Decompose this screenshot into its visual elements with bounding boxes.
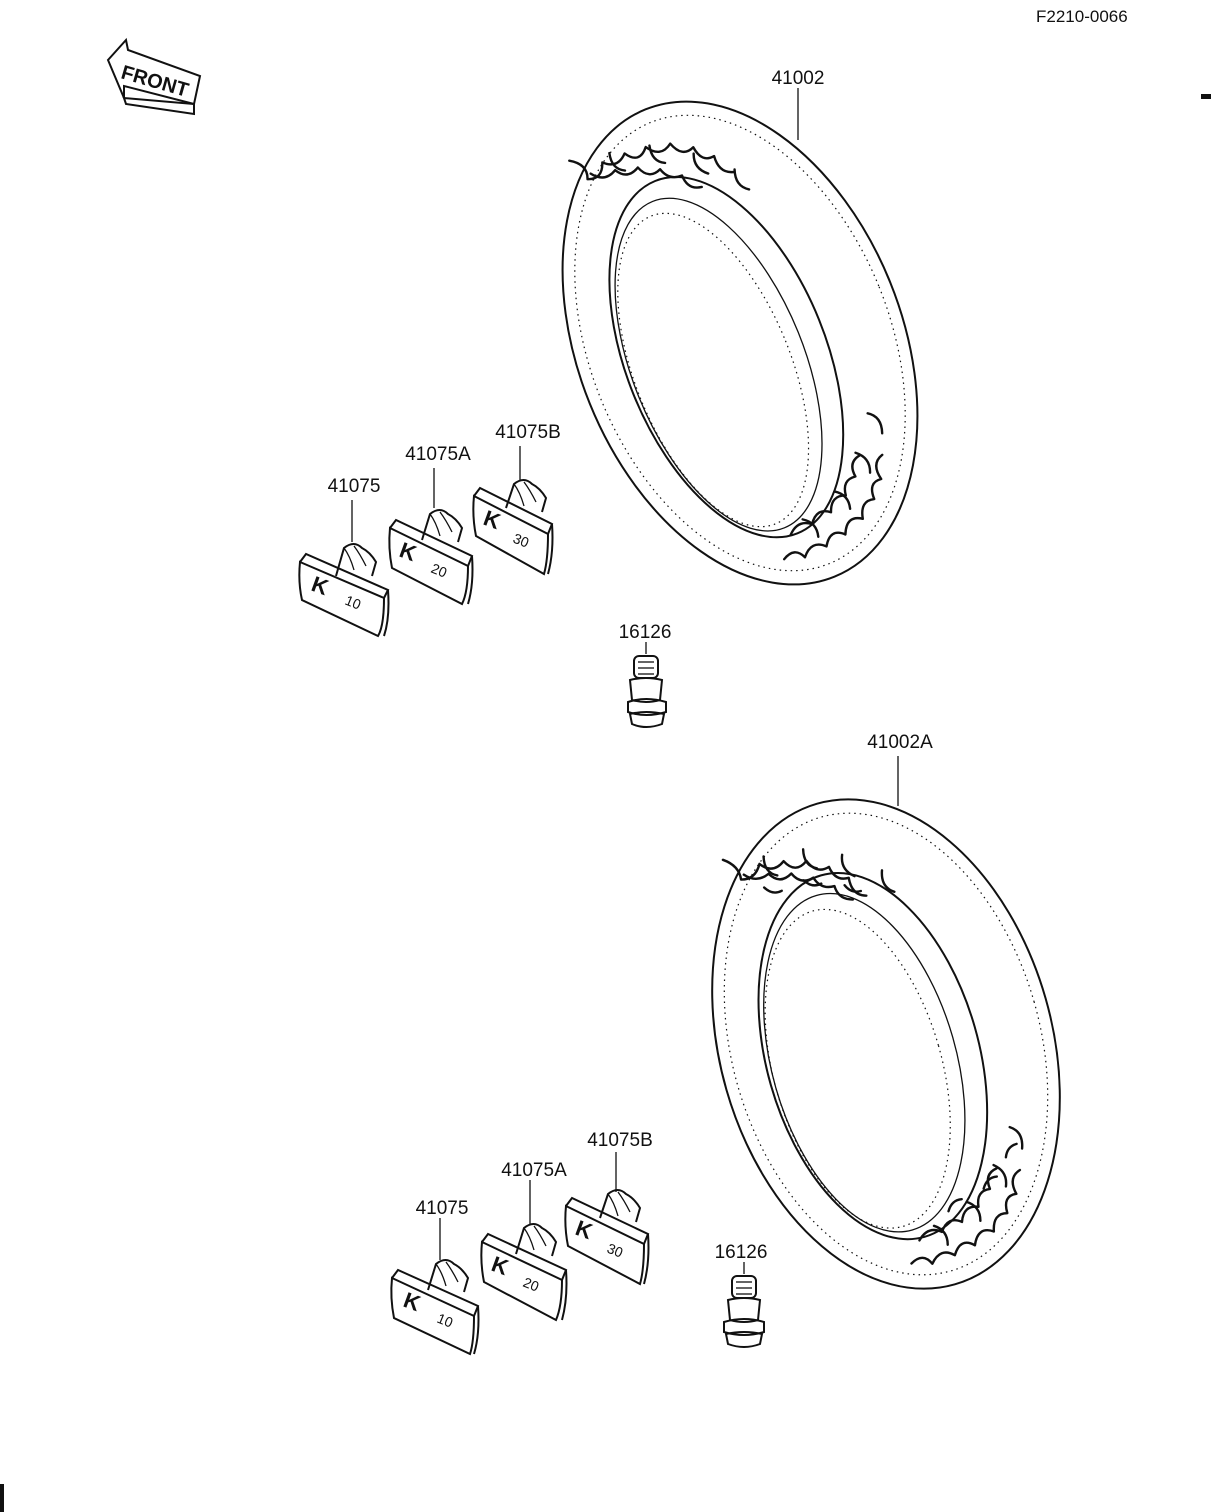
balance-weight-20-lower: K 20 — [480, 1223, 568, 1322]
tire-valve-lower — [723, 1275, 765, 1348]
svg-text:K: K — [396, 537, 420, 566]
part-label-weight-upper-c: 41075B — [495, 422, 561, 443]
balance-weight-10-lower: K 10 — [390, 1259, 480, 1356]
part-label-valve-lower: 16126 — [715, 1242, 768, 1263]
front-label: FRONT — [119, 62, 191, 102]
part-label-weight-upper-a: 41075 — [328, 476, 381, 497]
diagram-code: F2210-0066 — [1036, 7, 1128, 26]
front-arrow-icon: FRONT — [106, 37, 202, 116]
weight-mark: 20 — [521, 1274, 542, 1295]
tire-lower — [711, 798, 1061, 1290]
part-label-valve-upper: 16126 — [619, 622, 672, 643]
weight-mark: 10 — [343, 592, 364, 613]
balance-weight-20-upper: K 20 — [388, 509, 474, 606]
weight-mark: 10 — [435, 1310, 456, 1331]
svg-text:K: K — [488, 1251, 512, 1280]
tire-valve-upper — [627, 655, 667, 728]
scan-mark — [1201, 94, 1211, 99]
part-label-weight-lower-a: 41075 — [416, 1198, 469, 1219]
tire-upper — [561, 100, 919, 586]
svg-text:K: K — [480, 505, 504, 534]
scan-mark — [0, 1484, 4, 1512]
part-label-tire-upper: 41002 — [772, 68, 825, 89]
svg-text:K: K — [308, 571, 332, 600]
balance-weight-30-upper: K 30 — [472, 479, 554, 576]
part-label-weight-upper-b: 41075A — [405, 444, 471, 465]
svg-text:K: K — [400, 1287, 424, 1316]
weight-mark: 30 — [511, 530, 532, 551]
balance-weight-10-upper: K 10 — [298, 543, 390, 638]
weight-mark: 30 — [605, 1240, 626, 1261]
balance-weight-30-lower: K 30 — [564, 1189, 650, 1286]
weight-mark: 20 — [429, 560, 450, 581]
part-label-weight-lower-b: 41075A — [501, 1160, 567, 1181]
svg-text:K: K — [572, 1215, 596, 1244]
part-label-tire-lower: 41002A — [867, 732, 933, 753]
part-label-weight-lower-c: 41075B — [587, 1130, 653, 1151]
